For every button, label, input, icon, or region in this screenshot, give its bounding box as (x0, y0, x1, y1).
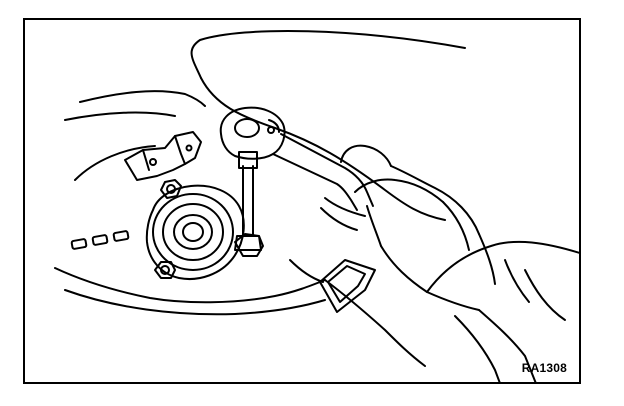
ratchet-wrench (219, 106, 374, 211)
wrench-illustration (54, 29, 579, 382)
figure-frame: RA1308 (23, 18, 581, 384)
hand (320, 144, 579, 382)
bracket (124, 131, 202, 181)
strut-mount (145, 179, 264, 280)
panel-slots (70, 230, 130, 250)
socket-extension (234, 151, 262, 251)
body-panel (54, 29, 466, 367)
figure-code-label: RA1308 (521, 361, 567, 375)
